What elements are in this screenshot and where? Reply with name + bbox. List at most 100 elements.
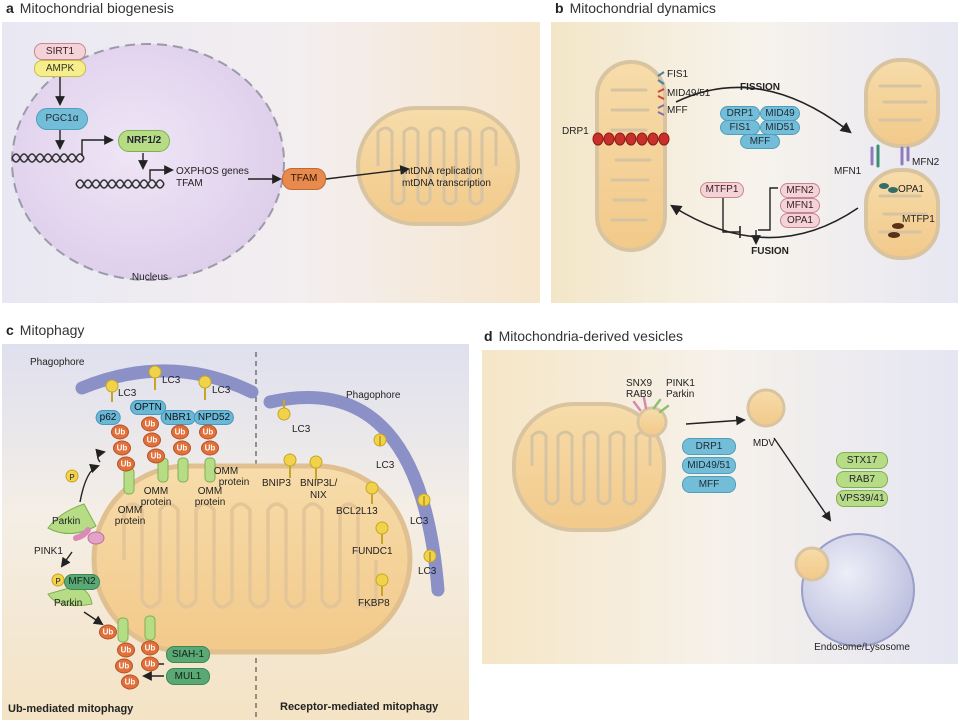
omm-1-line1: OMM: [143, 486, 169, 497]
ub-7: Ub: [171, 424, 189, 440]
ub-9: Ub: [199, 424, 217, 440]
ub-2: Ub: [113, 440, 131, 456]
bnip3l-label-1: BNIP3L/: [300, 478, 338, 489]
mfn2-label: MFN2: [912, 157, 940, 168]
pgc1a-box: PGC1α: [36, 108, 88, 130]
ub-1: Ub: [111, 424, 129, 440]
nrf-box: NRF1/2: [118, 130, 170, 152]
lc3-label-3: LC3: [212, 385, 231, 396]
oxphos-label: OXPHOS genes: [176, 166, 249, 177]
vps-box: VPS39/41: [836, 490, 888, 507]
omm-3-line1: OMM: [117, 505, 143, 516]
ub-16: Ub: [141, 656, 159, 672]
fusion-mfn1: MFN1: [780, 198, 820, 213]
bnip3l-label-2: NIX: [310, 490, 327, 501]
ub-6: Ub: [147, 448, 165, 464]
ub-12: Ub: [117, 642, 135, 658]
opa1-label: OPA1: [898, 184, 924, 195]
rab9-label: RAB9: [626, 389, 653, 400]
ub-14: Ub: [121, 674, 139, 690]
omm-4-line1: OMM: [213, 466, 239, 477]
parkin-label-top: Parkin: [52, 516, 81, 527]
mfn1-label: MFN1: [834, 166, 862, 177]
mfn2-box: MFN2: [64, 574, 100, 590]
mtfp1-box: MTFP1: [700, 182, 744, 198]
omm-2-line1: OMM: [197, 486, 223, 497]
ub-13: Ub: [115, 658, 133, 674]
ub-5: Ub: [143, 432, 161, 448]
lc3-label-4: LC3: [292, 424, 311, 435]
mdv-drp1-box: DRP1: [682, 438, 736, 455]
pink1-label: PINK1: [34, 546, 63, 557]
phospho-p-bottom: P: [55, 577, 61, 586]
lc3-label-1: LC3: [118, 388, 137, 399]
fission-mff: MFF: [740, 134, 780, 149]
ub-3: Ub: [117, 456, 135, 472]
fusion-mfn2: MFN2: [780, 183, 820, 198]
fission-mid51: MID51: [760, 120, 800, 135]
receptor-mediated-label: Receptor-mediated mitophagy: [280, 701, 439, 713]
ub-10: Ub: [201, 440, 219, 456]
mtfp1-b-label: MTFP1: [902, 214, 935, 225]
fission-drp1: DRP1: [720, 106, 760, 121]
fusion-opa1: OPA1: [780, 213, 820, 228]
fkbp8-label: FKBP8: [358, 598, 390, 609]
tfam-box: TFAM: [282, 168, 326, 190]
endosome-label: Endosome/Lysosome: [814, 642, 910, 653]
ampk-box: AMPK: [34, 60, 86, 77]
parkin-d-label: Parkin: [666, 389, 695, 400]
nucleus-label: Nucleus: [131, 272, 169, 283]
lc3-label-7: LC3: [418, 566, 437, 577]
replication-label: mtDNA replication: [402, 166, 483, 177]
mdv-label: MDV: [752, 438, 776, 449]
omm-3-line2: protein: [114, 516, 146, 527]
ub-4: Ub: [141, 416, 159, 432]
rab7-box: RAB7: [836, 471, 888, 488]
tfam-gene-label: TFAM: [176, 178, 203, 189]
phagophore-left-label: Phagophore: [30, 357, 85, 368]
receptor-p62: p62: [95, 410, 121, 425]
fis1-label: FIS1: [667, 69, 689, 80]
receptor-npd52: NPD52: [193, 410, 235, 425]
mul1-box: MUL1: [166, 668, 210, 685]
lc3-label-5: LC3: [376, 460, 395, 471]
bnip3-label: BNIP3: [262, 478, 291, 489]
omm-1-line2: protein: [140, 497, 172, 508]
omm-2-line2: protein: [194, 497, 226, 508]
siah1-box: SIAH-1: [166, 646, 210, 663]
transcription-label: mtDNA transcription: [402, 178, 491, 189]
bcl2l13-label: BCL2L13: [336, 506, 378, 517]
lc3-label-2: LC3: [162, 375, 181, 386]
mff-label: MFF: [667, 105, 688, 116]
receptor-nbr1: NBR1: [160, 410, 196, 425]
phospho-p-top: P: [69, 473, 75, 482]
stx17-box: STX17: [836, 452, 888, 469]
lc3-label-6: LC3: [410, 516, 429, 527]
snx9-label: SNX9: [626, 378, 653, 389]
fission-mid49: MID49: [760, 106, 800, 121]
mid4951-label: MID49/51: [667, 88, 711, 99]
pink1-d-label: PINK1: [666, 378, 695, 389]
fission-label: FISSION: [739, 82, 781, 93]
receptor-optn: OPTN: [130, 400, 166, 415]
fundc1-label: FUNDC1: [352, 546, 393, 557]
sirt1-box: SIRT1: [34, 43, 86, 60]
fusion-label: FUSION: [751, 246, 789, 257]
drp1-label: DRP1: [562, 126, 589, 137]
omm-4-line2: protein: [218, 477, 250, 488]
phagophore-right-label: Phagophore: [346, 390, 401, 401]
ub-11: Ub: [99, 624, 117, 640]
parkin-label-bottom: Parkin: [54, 598, 83, 609]
ub-15: Ub: [141, 640, 159, 656]
mdv-mid4951-box: MID49/51: [682, 457, 736, 474]
fission-fis1: FIS1: [720, 120, 760, 135]
mdv-mff-box: MFF: [682, 476, 736, 493]
ub-mediated-label: Ub-mediated mitophagy: [8, 703, 134, 715]
ub-8: Ub: [173, 440, 191, 456]
